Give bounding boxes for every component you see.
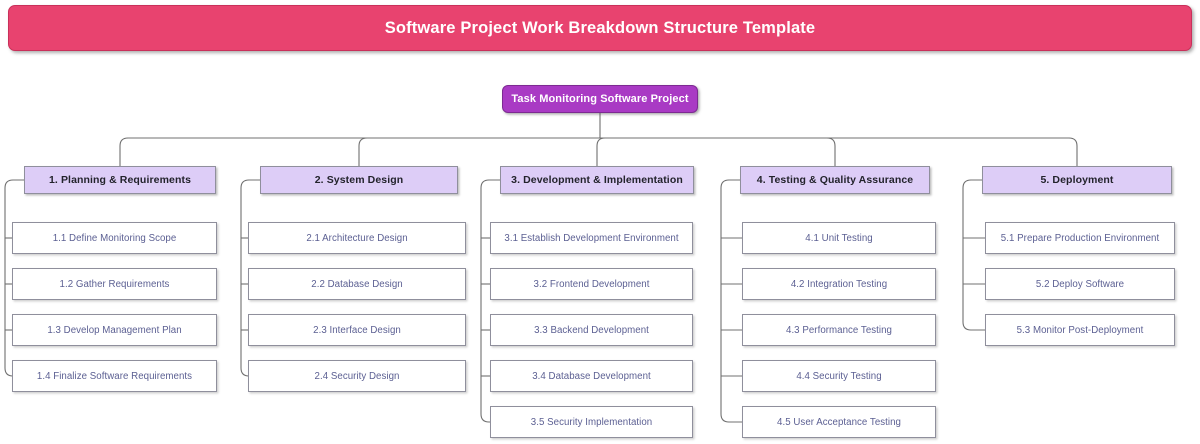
leaf-elbow-4-5 bbox=[720, 413, 742, 423]
task-node-2-1-architecture-design-label: 2.1 Architecture Design bbox=[306, 232, 408, 244]
category-header-5-label: 5. Deployment bbox=[1040, 174, 1114, 186]
category-header-2-label: 2. System Design bbox=[314, 174, 404, 186]
leaf-elbow-5-3 bbox=[962, 321, 985, 331]
task-node-1-2-gather-requirements-label: 1.2 Gather Requirements bbox=[59, 278, 170, 290]
category-header-1[interactable]: 1. Planning & Requirements bbox=[24, 166, 216, 194]
category-header-3-label: 3. Development & Implementation bbox=[511, 174, 683, 186]
task-node-3-2-frontend-development-label: 3.2 Frontend Development bbox=[533, 278, 650, 290]
task-node-3-1-establish-development-environment[interactable]: 3.1 Establish Development Environment bbox=[490, 222, 693, 254]
header-drop-3 bbox=[596, 137, 606, 166]
header-drop-4 bbox=[826, 137, 836, 166]
page-title: Software Project Work Breakdown Structur… bbox=[384, 18, 816, 37]
column-spine-4 bbox=[720, 179, 740, 414]
task-node-1-3-develop-management-plan[interactable]: 1.3 Develop Management Plan bbox=[12, 314, 217, 346]
task-node-1-1-define-monitoring-scope-label: 1.1 Define Monitoring Scope bbox=[52, 232, 177, 244]
category-header-2[interactable]: 2. System Design bbox=[260, 166, 458, 194]
task-node-5-3-monitor-post-deployment-label: 5.3 Monitor Post-Deployment bbox=[1016, 324, 1144, 336]
task-node-4-1-unit-testing[interactable]: 4.1 Unit Testing bbox=[742, 222, 936, 254]
task-node-3-3-backend-development-label: 3.3 Backend Development bbox=[534, 324, 649, 336]
task-node-3-3-backend-development[interactable]: 3.3 Backend Development bbox=[490, 314, 693, 346]
task-node-2-4-security-design-label: 2.4 Security Design bbox=[314, 370, 400, 382]
category-header-4[interactable]: 4. Testing & Quality Assurance bbox=[740, 166, 930, 194]
task-node-3-5-security-implementation[interactable]: 3.5 Security Implementation bbox=[490, 406, 693, 438]
task-node-2-4-security-design[interactable]: 2.4 Security Design bbox=[248, 360, 466, 392]
leaf-elbow-3-5 bbox=[480, 413, 490, 423]
task-node-1-2-gather-requirements[interactable]: 1.2 Gather Requirements bbox=[12, 268, 217, 300]
task-node-4-5-user-acceptance-testing[interactable]: 4.5 User Acceptance Testing bbox=[742, 406, 936, 438]
task-node-5-2-deploy-software[interactable]: 5.2 Deploy Software bbox=[985, 268, 1175, 300]
task-node-4-1-unit-testing-label: 4.1 Unit Testing bbox=[805, 232, 873, 244]
task-node-5-1-prepare-production-environment[interactable]: 5.1 Prepare Production Environment bbox=[985, 222, 1175, 254]
task-node-3-4-database-development[interactable]: 3.4 Database Development bbox=[490, 360, 693, 392]
task-node-3-2-frontend-development[interactable]: 3.2 Frontend Development bbox=[490, 268, 693, 300]
header-drop-5 bbox=[1068, 137, 1078, 166]
category-header-3[interactable]: 3. Development & Implementation bbox=[500, 166, 694, 194]
task-node-4-4-security-testing-label: 4.4 Security Testing bbox=[796, 370, 882, 382]
root-node[interactable]: Task Monitoring Software Project bbox=[502, 85, 698, 113]
category-header-5[interactable]: 5. Deployment bbox=[982, 166, 1172, 194]
root-node-label: Task Monitoring Software Project bbox=[511, 93, 689, 105]
task-node-1-3-develop-management-plan-label: 1.3 Develop Management Plan bbox=[47, 324, 182, 336]
task-node-2-1-architecture-design[interactable]: 2.1 Architecture Design bbox=[248, 222, 466, 254]
task-node-5-1-prepare-production-environment-label: 5.1 Prepare Production Environment bbox=[1000, 232, 1160, 244]
header-drop-1 bbox=[119, 137, 129, 166]
task-node-4-3-performance-testing[interactable]: 4.3 Performance Testing bbox=[742, 314, 936, 346]
task-node-2-2-database-design-label: 2.2 Database Design bbox=[311, 278, 403, 290]
task-node-1-4-finalize-software-requirements-label: 1.4 Finalize Software Requirements bbox=[36, 370, 193, 382]
task-node-4-2-integration-testing[interactable]: 4.2 Integration Testing bbox=[742, 268, 936, 300]
task-node-4-4-security-testing[interactable]: 4.4 Security Testing bbox=[742, 360, 936, 392]
task-node-4-3-performance-testing-label: 4.3 Performance Testing bbox=[786, 324, 892, 336]
task-node-4-2-integration-testing-label: 4.2 Integration Testing bbox=[790, 278, 888, 290]
task-node-2-3-interface-design[interactable]: 2.3 Interface Design bbox=[248, 314, 466, 346]
category-header-4-label: 4. Testing & Quality Assurance bbox=[756, 174, 914, 186]
task-node-3-1-establish-development-environment-label: 3.1 Establish Development Environment bbox=[504, 232, 679, 244]
task-node-3-5-security-implementation-label: 3.5 Security Implementation bbox=[530, 416, 653, 428]
column-spine-5 bbox=[962, 179, 982, 322]
header-drop-2 bbox=[358, 137, 368, 166]
task-node-5-2-deploy-software-label: 5.2 Deploy Software bbox=[1035, 278, 1125, 290]
task-node-4-5-user-acceptance-testing-label: 4.5 User Acceptance Testing bbox=[777, 416, 901, 428]
category-header-1-label: 1. Planning & Requirements bbox=[48, 174, 192, 186]
task-node-1-4-finalize-software-requirements[interactable]: 1.4 Finalize Software Requirements bbox=[12, 360, 217, 392]
task-node-3-4-database-development-label: 3.4 Database Development bbox=[532, 370, 651, 382]
task-node-5-3-monitor-post-deployment[interactable]: 5.3 Monitor Post-Deployment bbox=[985, 314, 1175, 346]
diagram-title-banner: Software Project Work Breakdown Structur… bbox=[8, 5, 1192, 51]
task-node-1-1-define-monitoring-scope[interactable]: 1.1 Define Monitoring Scope bbox=[12, 222, 217, 254]
task-node-2-3-interface-design-label: 2.3 Interface Design bbox=[313, 324, 401, 336]
task-node-2-2-database-design[interactable]: 2.2 Database Design bbox=[248, 268, 466, 300]
